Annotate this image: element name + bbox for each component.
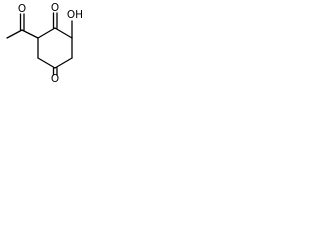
acetyl-oxygen-label: O — [18, 3, 26, 15]
bond-acetyl-methyl — [6, 29, 23, 39]
hydroxyl-label: OH — [67, 9, 83, 21]
bond-c5-c6 — [37, 57, 56, 69]
acetyl-carbonyl-double-bond — [19, 13, 25, 31]
ketone-oxygen-top-label: O — [51, 2, 59, 14]
ketone-oxygen-bottom-label: O — [51, 73, 59, 83]
chemical-structure-diagram: O OH O O — [6, 2, 83, 83]
cyclohexane-ring — [37, 27, 73, 69]
bond-c1-acetyl-carbon — [21, 29, 39, 39]
top-ketone-double-bond — [52, 12, 58, 29]
bond-c1-c2 — [37, 27, 56, 39]
bond-c4-c5 — [54, 57, 73, 69]
bottom-ketone-double-bond — [52, 67, 58, 76]
bond-c2-c3 — [54, 27, 73, 39]
